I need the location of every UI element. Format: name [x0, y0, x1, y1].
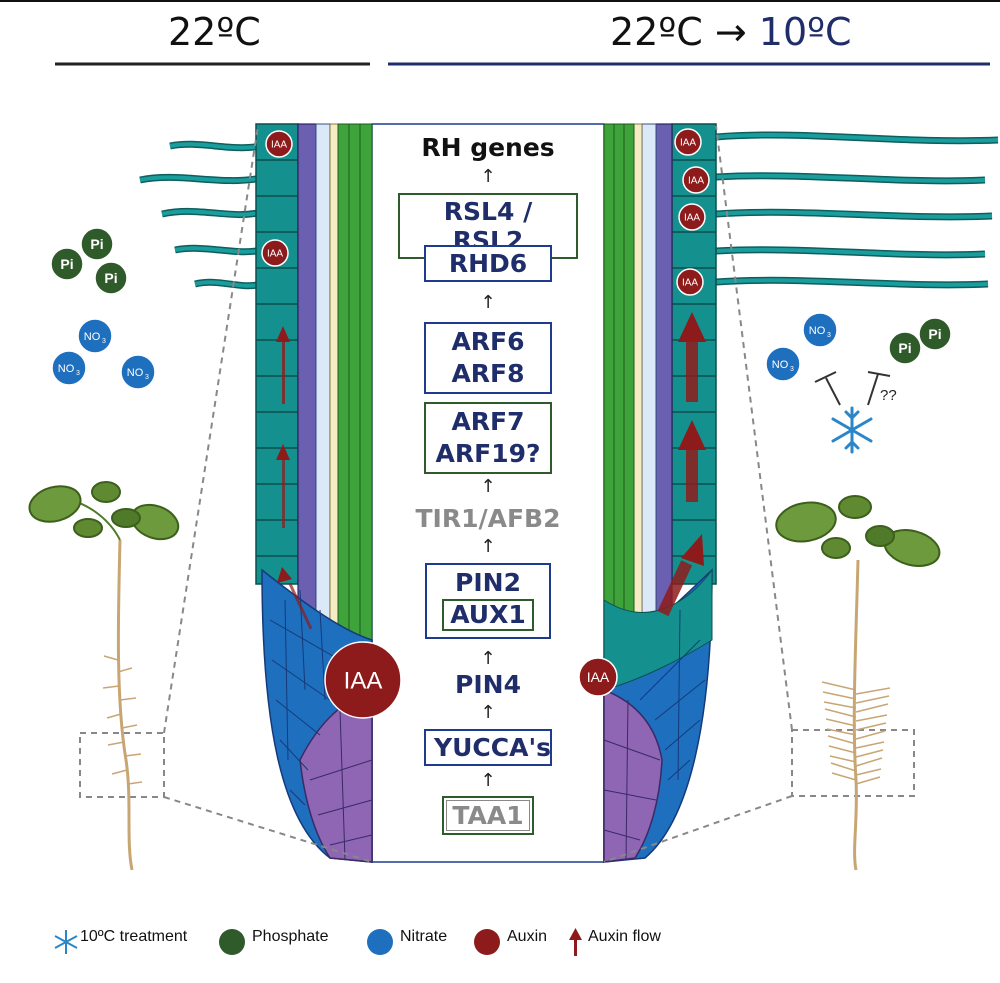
pin2-label: PIN2 — [455, 568, 521, 597]
svg-text:IAA: IAA — [267, 249, 283, 260]
arrow-icon: ↑ — [480, 770, 496, 791]
arf6-label: ARF6 — [451, 327, 525, 356]
legend-cold: 10ºC treatment — [80, 928, 188, 945]
svg-text:Pi: Pi — [104, 270, 117, 286]
rhd6-box: RHD6 — [424, 245, 552, 282]
auxin-circle: IAA — [674, 128, 702, 156]
phosphate-circle: Pi — [94, 261, 128, 295]
legend-auxin-icon — [474, 929, 500, 955]
svg-text:NO: NO — [58, 363, 75, 375]
legend-nitrate: Nitrate — [400, 928, 448, 945]
arf7-label: ARF7 — [451, 407, 525, 436]
svg-text:Pi: Pi — [928, 326, 941, 342]
svg-text:3: 3 — [145, 374, 149, 381]
arrow-icon: ↑ — [480, 476, 496, 497]
arrow-icon: ↑ — [480, 166, 496, 187]
tir1-label: TIR1/AFB2 — [415, 504, 561, 533]
phosphate-circle: Pi — [888, 331, 922, 365]
right-seedling — [775, 495, 941, 871]
svg-text:Pi: Pi — [898, 340, 911, 356]
pin4-label: PIN4 — [455, 670, 521, 699]
legend-nitrate-icon — [367, 929, 393, 955]
svg-text:IAA: IAA — [344, 667, 383, 694]
auxin-circle: IAA — [265, 130, 293, 158]
legend-auxin: Auxin — [507, 928, 548, 945]
svg-text:Pi: Pi — [60, 256, 73, 272]
yucca-box: YUCCA's — [424, 729, 552, 766]
svg-text:3: 3 — [102, 338, 106, 345]
left-seedling — [28, 481, 180, 871]
zoom-guides — [79, 125, 915, 863]
arrow-icon: ↑ — [480, 292, 496, 313]
svg-text:Pi: Pi — [90, 236, 103, 252]
svg-text:IAA: IAA — [587, 669, 610, 685]
rh-genes-label: RH genes — [421, 133, 555, 162]
auxin-circle-medium: IAA — [578, 657, 618, 697]
snowflake-icon — [831, 406, 873, 454]
svg-text:IAA: IAA — [688, 176, 704, 187]
header-left-label: 22ºC — [168, 10, 261, 54]
unknown-label: ?? — [880, 387, 897, 404]
svg-text:NO: NO — [84, 331, 101, 343]
arrow-icon: ↑ — [480, 648, 496, 669]
legend-snowflake-icon — [54, 930, 78, 954]
auxin-circle: IAA — [261, 239, 289, 267]
legend-auxin-flow-icon — [569, 928, 582, 956]
taa1-box: TAA1 — [442, 796, 534, 835]
svg-text:NO: NO — [772, 359, 789, 371]
svg-text:NO: NO — [127, 367, 144, 379]
svg-text:3: 3 — [790, 366, 794, 373]
arf19-label: ARF19? — [435, 439, 541, 468]
inhibition-marks — [814, 371, 891, 406]
auxin-circle: IAA — [676, 268, 704, 296]
arf8-label: ARF8 — [451, 359, 525, 388]
header-right-label: 22ºC → 10ºC — [610, 10, 852, 54]
svg-text:IAA: IAA — [684, 213, 700, 224]
auxin-circle: IAA — [678, 203, 706, 231]
svg-text:3: 3 — [76, 370, 80, 377]
svg-text:3: 3 — [827, 332, 831, 339]
auxin-circles: IAAIAAIAAIAAIAAIAAIAAIAAIAA — [261, 128, 710, 948]
left-root — [139, 123, 373, 863]
legend-phosphate: Phosphate — [252, 928, 329, 945]
svg-text:IAA: IAA — [271, 140, 287, 151]
right-auxin-flow — [657, 312, 706, 617]
taa1-label: TAA1 — [446, 800, 530, 831]
right-root — [603, 123, 999, 863]
left-auxin-flow — [276, 326, 313, 630]
svg-text:IAA: IAA — [682, 278, 698, 289]
auxin-circle: IAA — [682, 166, 710, 194]
auxin-circle-large: IAA — [324, 641, 402, 719]
legend-phosphate-icon — [219, 929, 245, 955]
svg-text:NO: NO — [809, 325, 826, 337]
arrow-icon: ↑ — [480, 536, 496, 557]
svg-text:IAA: IAA — [680, 138, 696, 149]
phosphate-circle: Pi — [80, 227, 114, 261]
arrow-icon: ↑ — [480, 702, 496, 723]
phosphate-circle: Pi — [918, 317, 952, 351]
phosphate-circle: Pi — [50, 247, 84, 281]
legend-auxin-flow: Auxin flow — [588, 928, 661, 945]
aux1-box: AUX1 — [442, 599, 534, 631]
